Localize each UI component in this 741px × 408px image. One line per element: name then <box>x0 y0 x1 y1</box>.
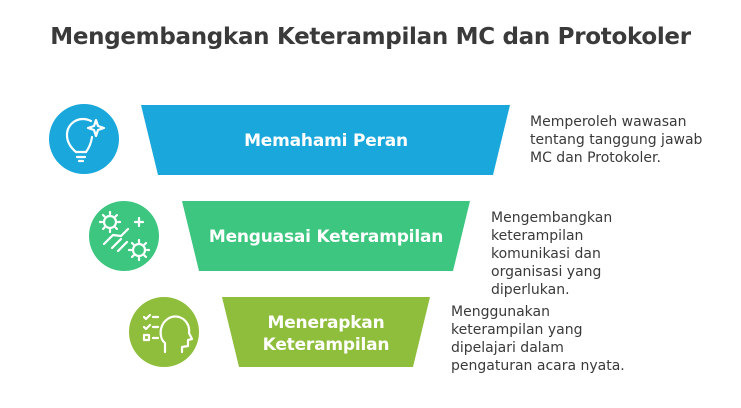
stage-3-description-line: dipelajari dalam <box>451 340 564 356</box>
checklist-head-icon <box>142 313 194 354</box>
stage-2-funnel-band <box>182 201 470 271</box>
stage-2-description-line: komunikasi dan <box>491 246 601 262</box>
stage-3-description: Menggunakan keterampilan yang dipelajari… <box>451 303 625 375</box>
stage-3-description-line: keterampilan yang <box>451 322 583 338</box>
stage-3-label-line-2: Keterampilan <box>263 335 390 355</box>
stage-2-description-line: diperlukan. <box>491 282 570 298</box>
stage-1-description-line: MC dan Protokoler. <box>530 150 661 166</box>
stage-3: Menerapkan Keterampilan <box>129 297 430 367</box>
stage-1-description: Memperoleh wawasan tentang tanggung jawa… <box>530 113 702 167</box>
stage-3-description-line: Menggunakan <box>451 304 550 320</box>
stage-1-label: Memahami Peran <box>244 131 408 151</box>
stage-2-description-line: keterampilan <box>491 228 584 244</box>
handshake-gears-icon <box>98 210 151 262</box>
stage-2-description-line: organisasi yang <box>491 264 602 280</box>
lightbulb-sparkle-icon <box>65 117 106 163</box>
stage-2-description-line: Mengembangkan <box>491 210 613 226</box>
stage-1: Memahami Peran <box>49 104 510 175</box>
stage-2-description: Mengembangkan keterampilan komunikasi da… <box>491 209 612 299</box>
stage-1-funnel-band <box>141 105 510 175</box>
diagram-title: Mengembangkan Keterampilan MC dan Protok… <box>50 24 691 50</box>
stage-3-description-line: pengaturan acara nyata. <box>451 358 625 374</box>
stage-1-icon-circle <box>49 104 119 174</box>
stage-1-description-line: tentang tanggung jawab <box>530 132 703 148</box>
stage-3-funnel-band <box>222 297 430 367</box>
stage-1-description-line: Memperoleh wawasan <box>530 114 687 130</box>
stage-2-label: Menguasai Keterampilan <box>209 227 443 247</box>
stage-3-label-line-1: Menerapkan <box>268 313 385 333</box>
stage-2: Menguasai Keterampilan <box>89 201 470 271</box>
stage-2-icon-circle <box>89 201 159 271</box>
